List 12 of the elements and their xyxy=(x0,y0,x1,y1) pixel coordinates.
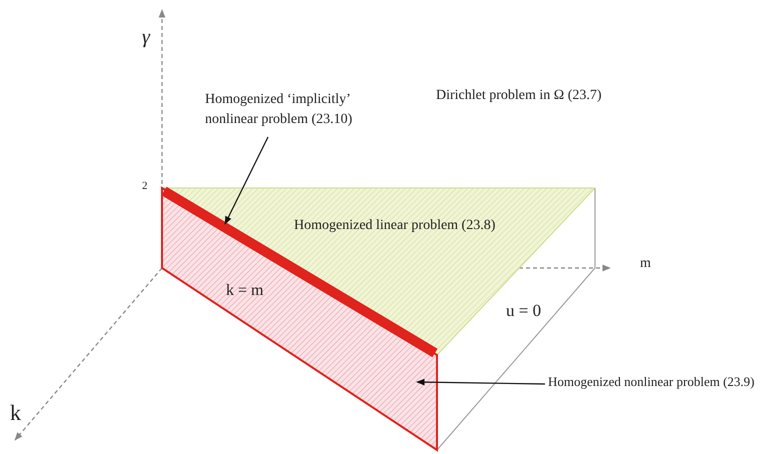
region-label: Homogenized ‘implicitly’ nonlinear problem (23.10) xyxy=(205,91,354,130)
region-label: Homogenized nonlinear problem (23.9) xyxy=(548,373,756,391)
leader-arrow xyxy=(416,378,546,386)
face-label: k = m xyxy=(226,281,264,301)
region-label: Homogenized linear problem (23.8) xyxy=(294,217,496,235)
face-label: u = 0 xyxy=(506,301,542,321)
tick-label: 2 xyxy=(142,180,148,192)
axis-label: k xyxy=(10,400,21,426)
axis-label: γ xyxy=(142,26,150,49)
leader-arrow xyxy=(224,136,269,225)
annotation: Dirichlet problem in Ω (23.7) xyxy=(436,88,602,104)
axis-label: m xyxy=(640,256,651,272)
